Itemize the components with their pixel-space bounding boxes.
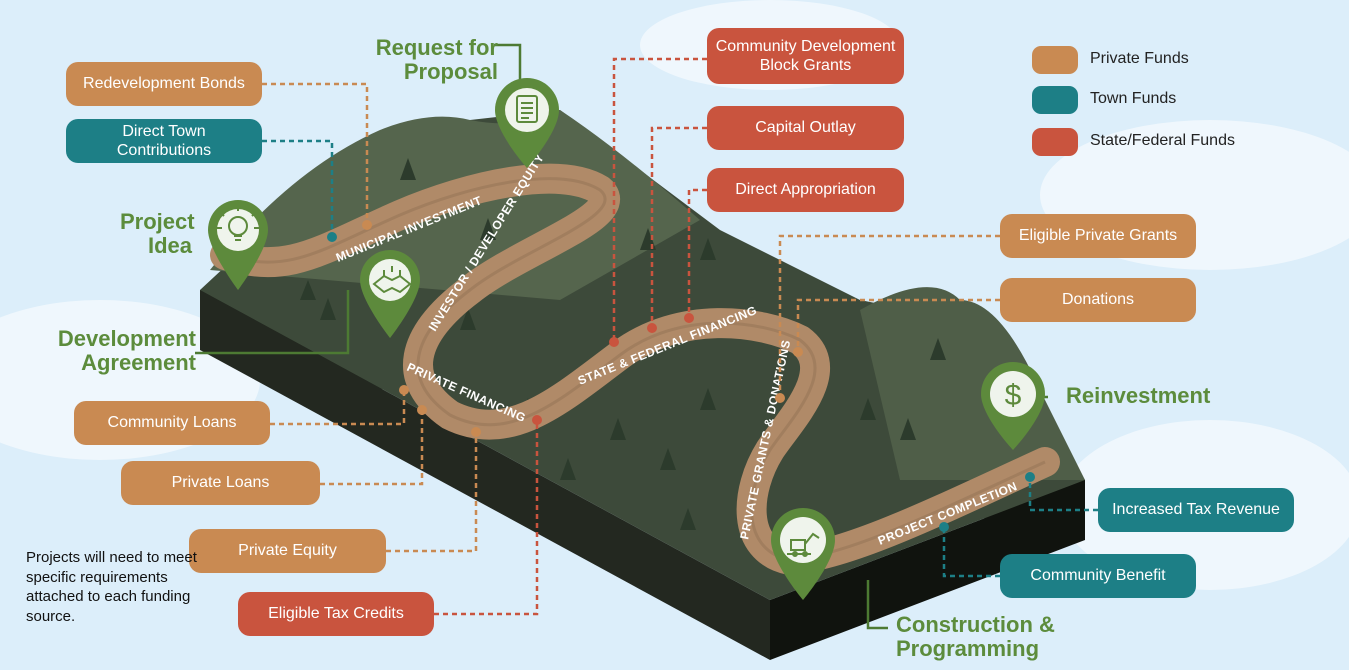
- pin-project-idea: [208, 200, 268, 290]
- funding-capital-outlay: Capital Outlay: [707, 106, 904, 150]
- funding-private-equity: Private Equity: [189, 529, 386, 573]
- funding-eligible-private-grants: Eligible Private Grants: [1000, 214, 1196, 258]
- lightbulb-icon: [217, 206, 259, 241]
- document-icon: [516, 95, 538, 123]
- dollar-icon: $: [1005, 379, 1022, 412]
- legend-label-private: Private Funds: [1090, 50, 1189, 67]
- funding-community-loans: Community Loans: [74, 401, 270, 445]
- funding-private-loans: Private Loans: [121, 461, 320, 505]
- stage-construction: Construction & Programming: [896, 612, 1055, 662]
- construction-icon: [787, 532, 820, 557]
- funding-direct-town-contributions: Direct Town Contributions: [66, 119, 262, 163]
- stage-project-idea: Project Idea: [120, 209, 195, 259]
- funding-eligible-tax-credits: Eligible Tax Credits: [238, 592, 434, 636]
- stage-reinvestment: Reinvestment: [1066, 383, 1211, 408]
- legend-label-town: Town Funds: [1090, 90, 1177, 107]
- legend-swatch-private: [1032, 46, 1078, 74]
- funding-cdbg: Community Development Block Grants: [707, 28, 904, 84]
- funding-direct-appropriation: Direct Appropriation: [707, 168, 904, 212]
- requirements-note: Projects will need to meet specific requ…: [26, 549, 197, 625]
- funding-donations: Donations: [1000, 278, 1196, 322]
- pin-reinvestment: [981, 362, 1045, 450]
- stage-request-for-proposal: Request for Proposal: [375, 35, 498, 85]
- funding-redevelopment-bonds: Redevelopment Bonds: [66, 62, 262, 106]
- handshake-icon: [372, 266, 412, 294]
- legend-swatch-town: [1032, 86, 1078, 114]
- funding-cdbg-line1: Community Development: [715, 37, 896, 55]
- funding-cdbg-line2: Block Grants: [759, 57, 852, 74]
- legend-label-state: State/Federal Funds: [1090, 132, 1235, 149]
- funding-increased-tax-revenue: Increased Tax Revenue: [1098, 488, 1294, 532]
- funding-community-benefit: Community Benefit: [1000, 554, 1196, 598]
- stage-development-agreement: Development Agreement: [57, 326, 196, 376]
- legend-swatch-state: [1032, 128, 1078, 156]
